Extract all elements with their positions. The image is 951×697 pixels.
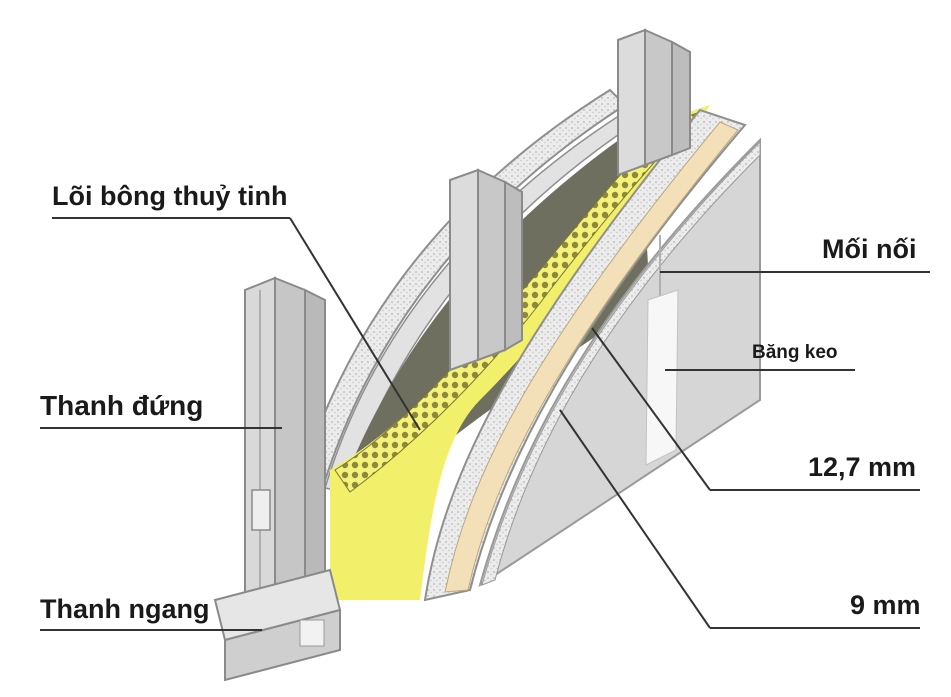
label-glass-wool-core: Lõi bông thuỷ tinh (52, 181, 287, 211)
label-tape: Băng keo (752, 342, 838, 363)
label-board-12-7: 12,7 mm (808, 452, 916, 482)
label-vertical-stud: Thanh đứng (40, 390, 203, 421)
board-12-7mm (478, 137, 761, 588)
board-9mm (444, 121, 739, 593)
label-board-9: 9 mm (850, 590, 921, 620)
leader-9 (559, 409, 711, 629)
label-joint: Mối nối (822, 234, 916, 264)
stud-left (244, 276, 326, 674)
leader-lines (40, 217, 930, 631)
horizontal-track (213, 568, 342, 682)
tape-strip (645, 289, 679, 466)
label-horizontal-track: Thanh ngang (40, 594, 209, 624)
leader-12-7 (591, 327, 711, 491)
stud-middle (449, 168, 523, 372)
stud-right (617, 28, 691, 177)
